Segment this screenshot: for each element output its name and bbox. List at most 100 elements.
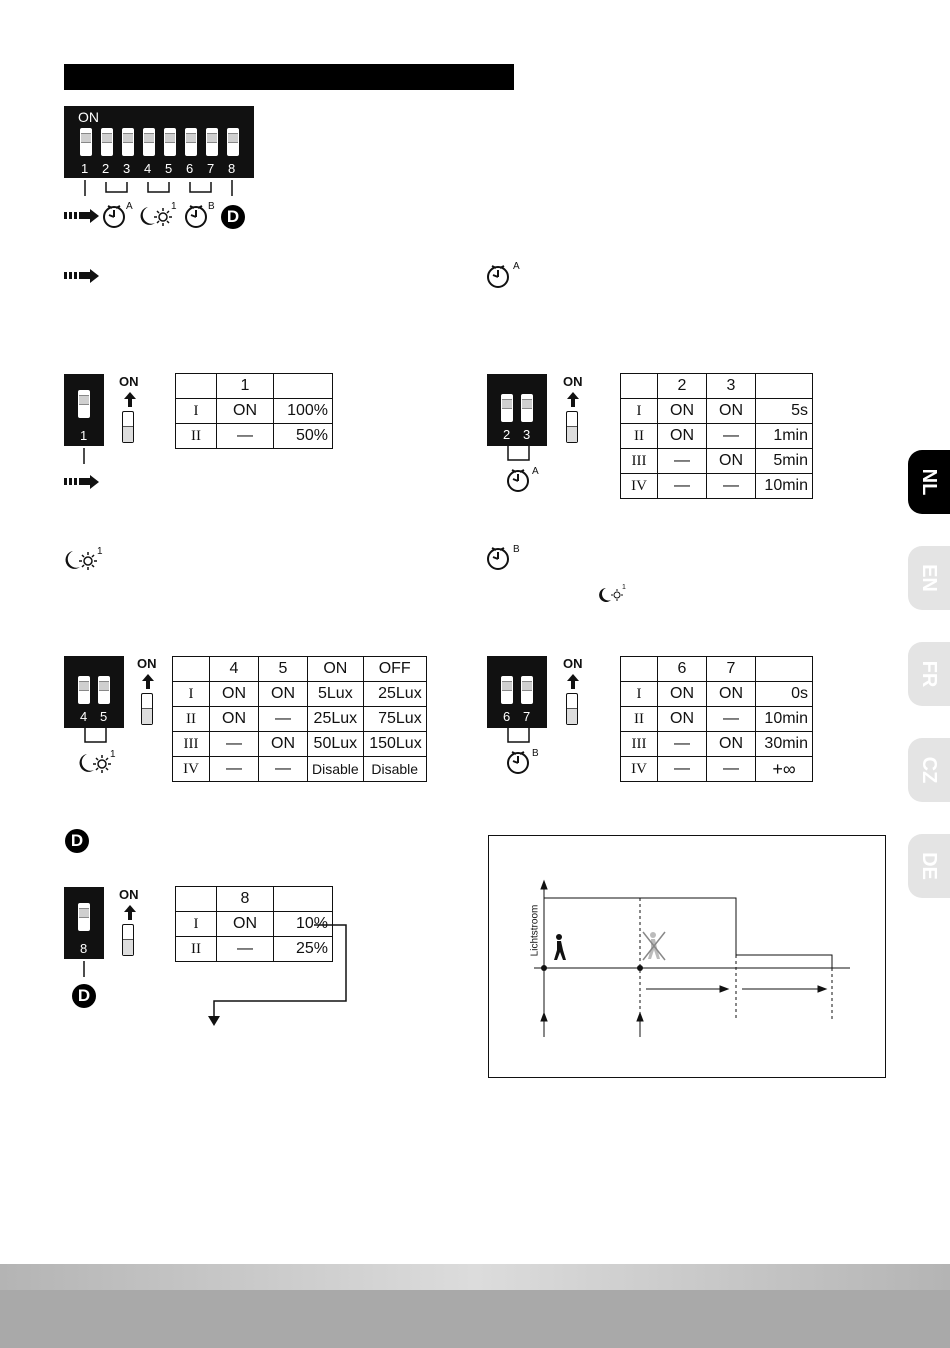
timer-a-icon — [103, 205, 125, 228]
tab-de[interactable]: DE — [908, 834, 950, 898]
dip-number: 8 — [228, 161, 236, 176]
timer-a-superscript: A — [513, 261, 520, 272]
dip-switch-8[interactable] — [227, 128, 239, 156]
moon-sun-icon — [65, 551, 97, 570]
table-row: IV——+∞ — [620, 756, 813, 782]
footer-band — [0, 1290, 950, 1348]
timing-diagram-frame — [488, 835, 886, 1078]
dip-switch-5[interactable] — [98, 676, 110, 704]
dip-switch-4[interactable] — [78, 676, 90, 704]
dip-switch-1[interactable] — [80, 128, 92, 156]
dip-switch-2[interactable] — [501, 394, 513, 422]
dim-d-icon: D — [65, 829, 89, 853]
dip-switch-5[interactable] — [164, 128, 176, 156]
dip-legend-bracket — [507, 728, 530, 743]
dip-switch-6[interactable] — [501, 676, 513, 704]
power-arrow-icon — [64, 209, 99, 223]
timer-b-superscript: B — [532, 748, 539, 759]
dim-d-icon: D — [221, 205, 245, 229]
dip-switch-7[interactable] — [521, 676, 533, 704]
dip-legend-bracket — [84, 728, 107, 743]
dip-legend-line — [83, 961, 85, 977]
arrow-up-icon — [124, 905, 136, 920]
arrow-up-icon — [567, 674, 579, 689]
dip-legend-line — [83, 448, 85, 464]
tab-fr[interactable]: FR — [908, 642, 950, 706]
dip-switch-2-3-block: 2 3 — [487, 374, 547, 446]
dip-switch-3[interactable] — [122, 128, 134, 156]
arrow-up-icon — [567, 392, 579, 407]
timer-b-icon — [487, 547, 509, 570]
dip-number: 6 — [186, 161, 194, 176]
dip-number: 3 — [523, 427, 531, 442]
dip-switch-8[interactable] — [78, 903, 90, 931]
dip-switch-1-block: 1 — [64, 374, 104, 446]
timer-a-icon — [507, 469, 529, 492]
on-direction-label: ON — [563, 374, 583, 389]
lux-superscript: 1 — [171, 201, 177, 212]
tab-en[interactable]: EN — [908, 546, 950, 610]
switch-off-symbol — [122, 411, 134, 443]
timer-a-superscript: A — [532, 466, 539, 477]
dip-on-label: ON — [78, 109, 99, 125]
switch-off-symbol — [122, 924, 134, 956]
table-row: IV——10min — [620, 473, 813, 499]
dip-number: 8 — [80, 941, 88, 956]
on-direction-label: ON — [119, 374, 139, 389]
power-arrow-icon — [64, 269, 99, 283]
lux-superscript: 1 — [97, 546, 103, 557]
switch-off-symbol — [141, 693, 153, 725]
arrow-up-icon — [142, 674, 154, 689]
dip-switch-6-7-block: 6 7 — [487, 656, 547, 728]
on-direction-label: ON — [119, 887, 139, 902]
moon-sun-icon — [79, 754, 111, 773]
dip-legend-brackets — [84, 180, 233, 196]
dip-switch-1[interactable] — [78, 390, 90, 418]
dip-switch-4[interactable] — [143, 128, 155, 156]
table-row: II—25% — [175, 936, 333, 962]
dip-number: 7 — [523, 709, 531, 724]
dip-number: 3 — [123, 161, 131, 176]
power-arrow-icon — [64, 475, 99, 489]
moon-sun-icon — [599, 588, 623, 602]
dip-switch-block: ON 1 2 3 4 5 6 7 8 — [64, 106, 254, 178]
dip-switch-2[interactable] — [101, 128, 113, 156]
table-row: II—50% — [175, 423, 333, 449]
timer-a-superscript: A — [126, 201, 133, 212]
footer-gradient-band — [0, 1264, 950, 1290]
lux-superscript: 1 — [622, 584, 626, 591]
dip-switch-6[interactable] — [185, 128, 197, 156]
timer-b-icon — [507, 751, 529, 774]
on-direction-label: ON — [137, 656, 157, 671]
moon-sun-icon — [140, 207, 172, 226]
lux-superscript: 1 — [110, 749, 116, 760]
dip-number: 5 — [165, 161, 173, 176]
connector-arrow — [208, 924, 347, 1026]
tab-nl[interactable]: NL — [908, 450, 950, 514]
tab-cz[interactable]: CZ — [908, 738, 950, 802]
timing-axis-label: Lichtstroom — [529, 904, 541, 957]
timer-b-icon — [185, 205, 207, 228]
dip-number: 1 — [81, 161, 89, 176]
dip-switch-7[interactable] — [206, 128, 218, 156]
dip-switch-3[interactable] — [521, 394, 533, 422]
timer-b-superscript: B — [208, 201, 215, 212]
dip-number: 2 — [102, 161, 110, 176]
switch-off-symbol — [566, 411, 578, 443]
timing-diagram — [534, 879, 850, 1037]
dip-number: 4 — [80, 709, 88, 724]
